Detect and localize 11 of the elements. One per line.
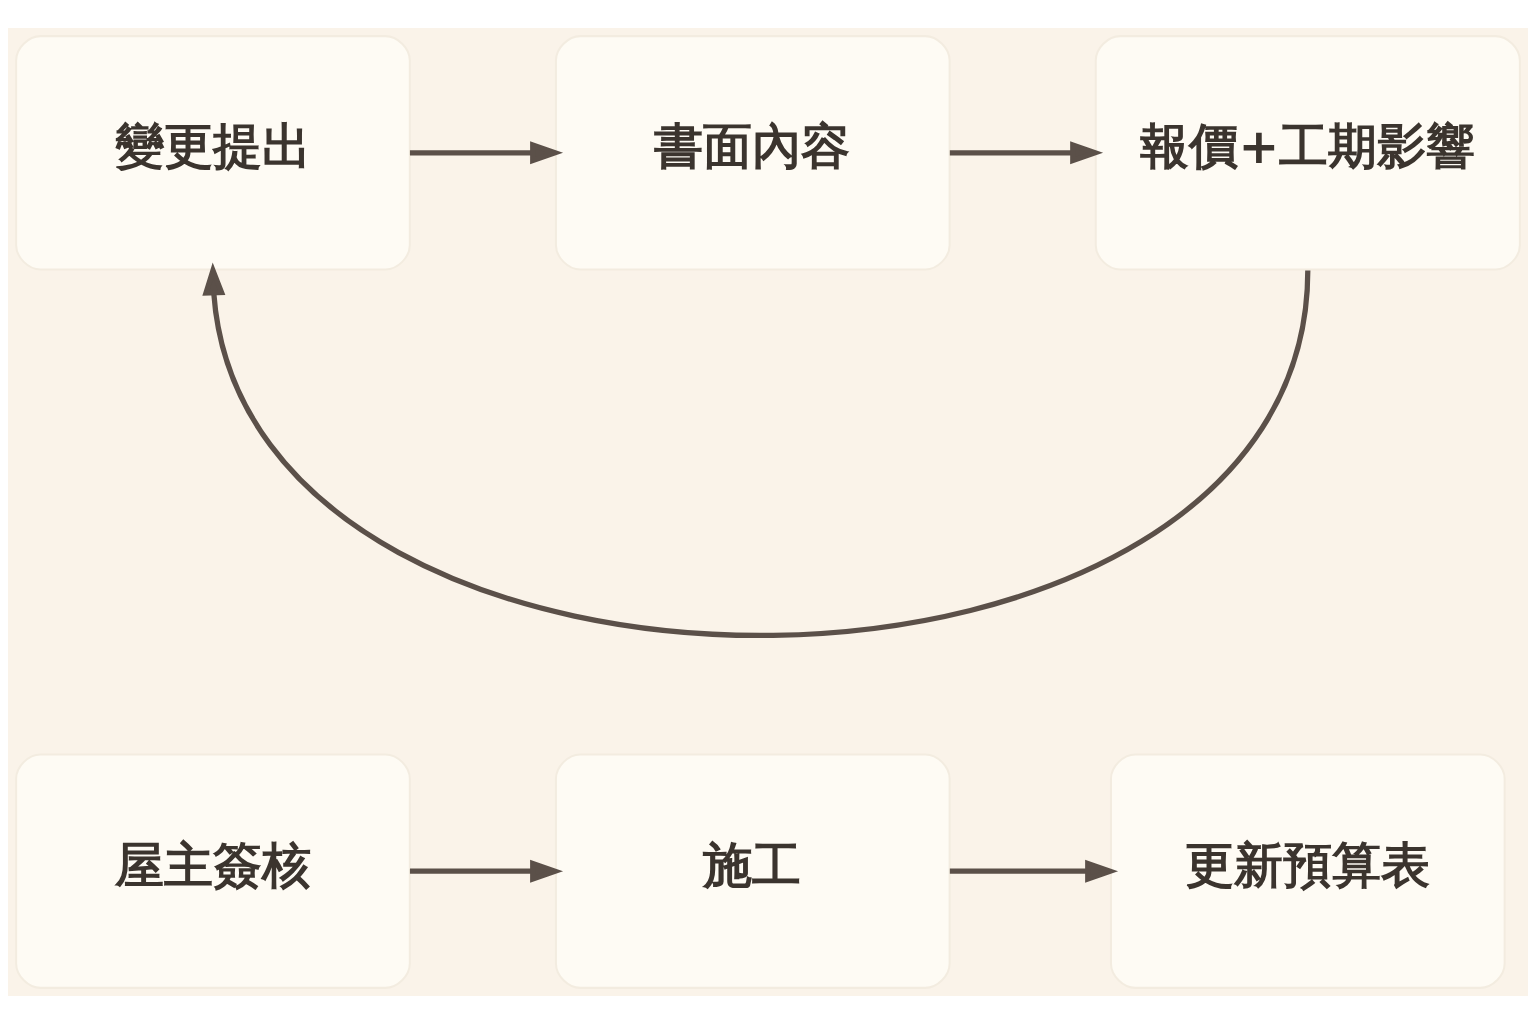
node-box: 書面內容	[554, 35, 951, 271]
node-box: 屋主簽核	[15, 753, 411, 989]
arrow	[949, 141, 1104, 165]
arrow	[409, 141, 564, 165]
node-box: 更新預算表	[1109, 753, 1506, 989]
arrow	[202, 262, 1311, 638]
arrow	[409, 859, 564, 883]
node-box: 變更提出	[15, 35, 411, 271]
node-box: 報價+工期影響	[1094, 35, 1521, 271]
arrow	[949, 859, 1119, 883]
node-box: 施工	[554, 753, 951, 989]
